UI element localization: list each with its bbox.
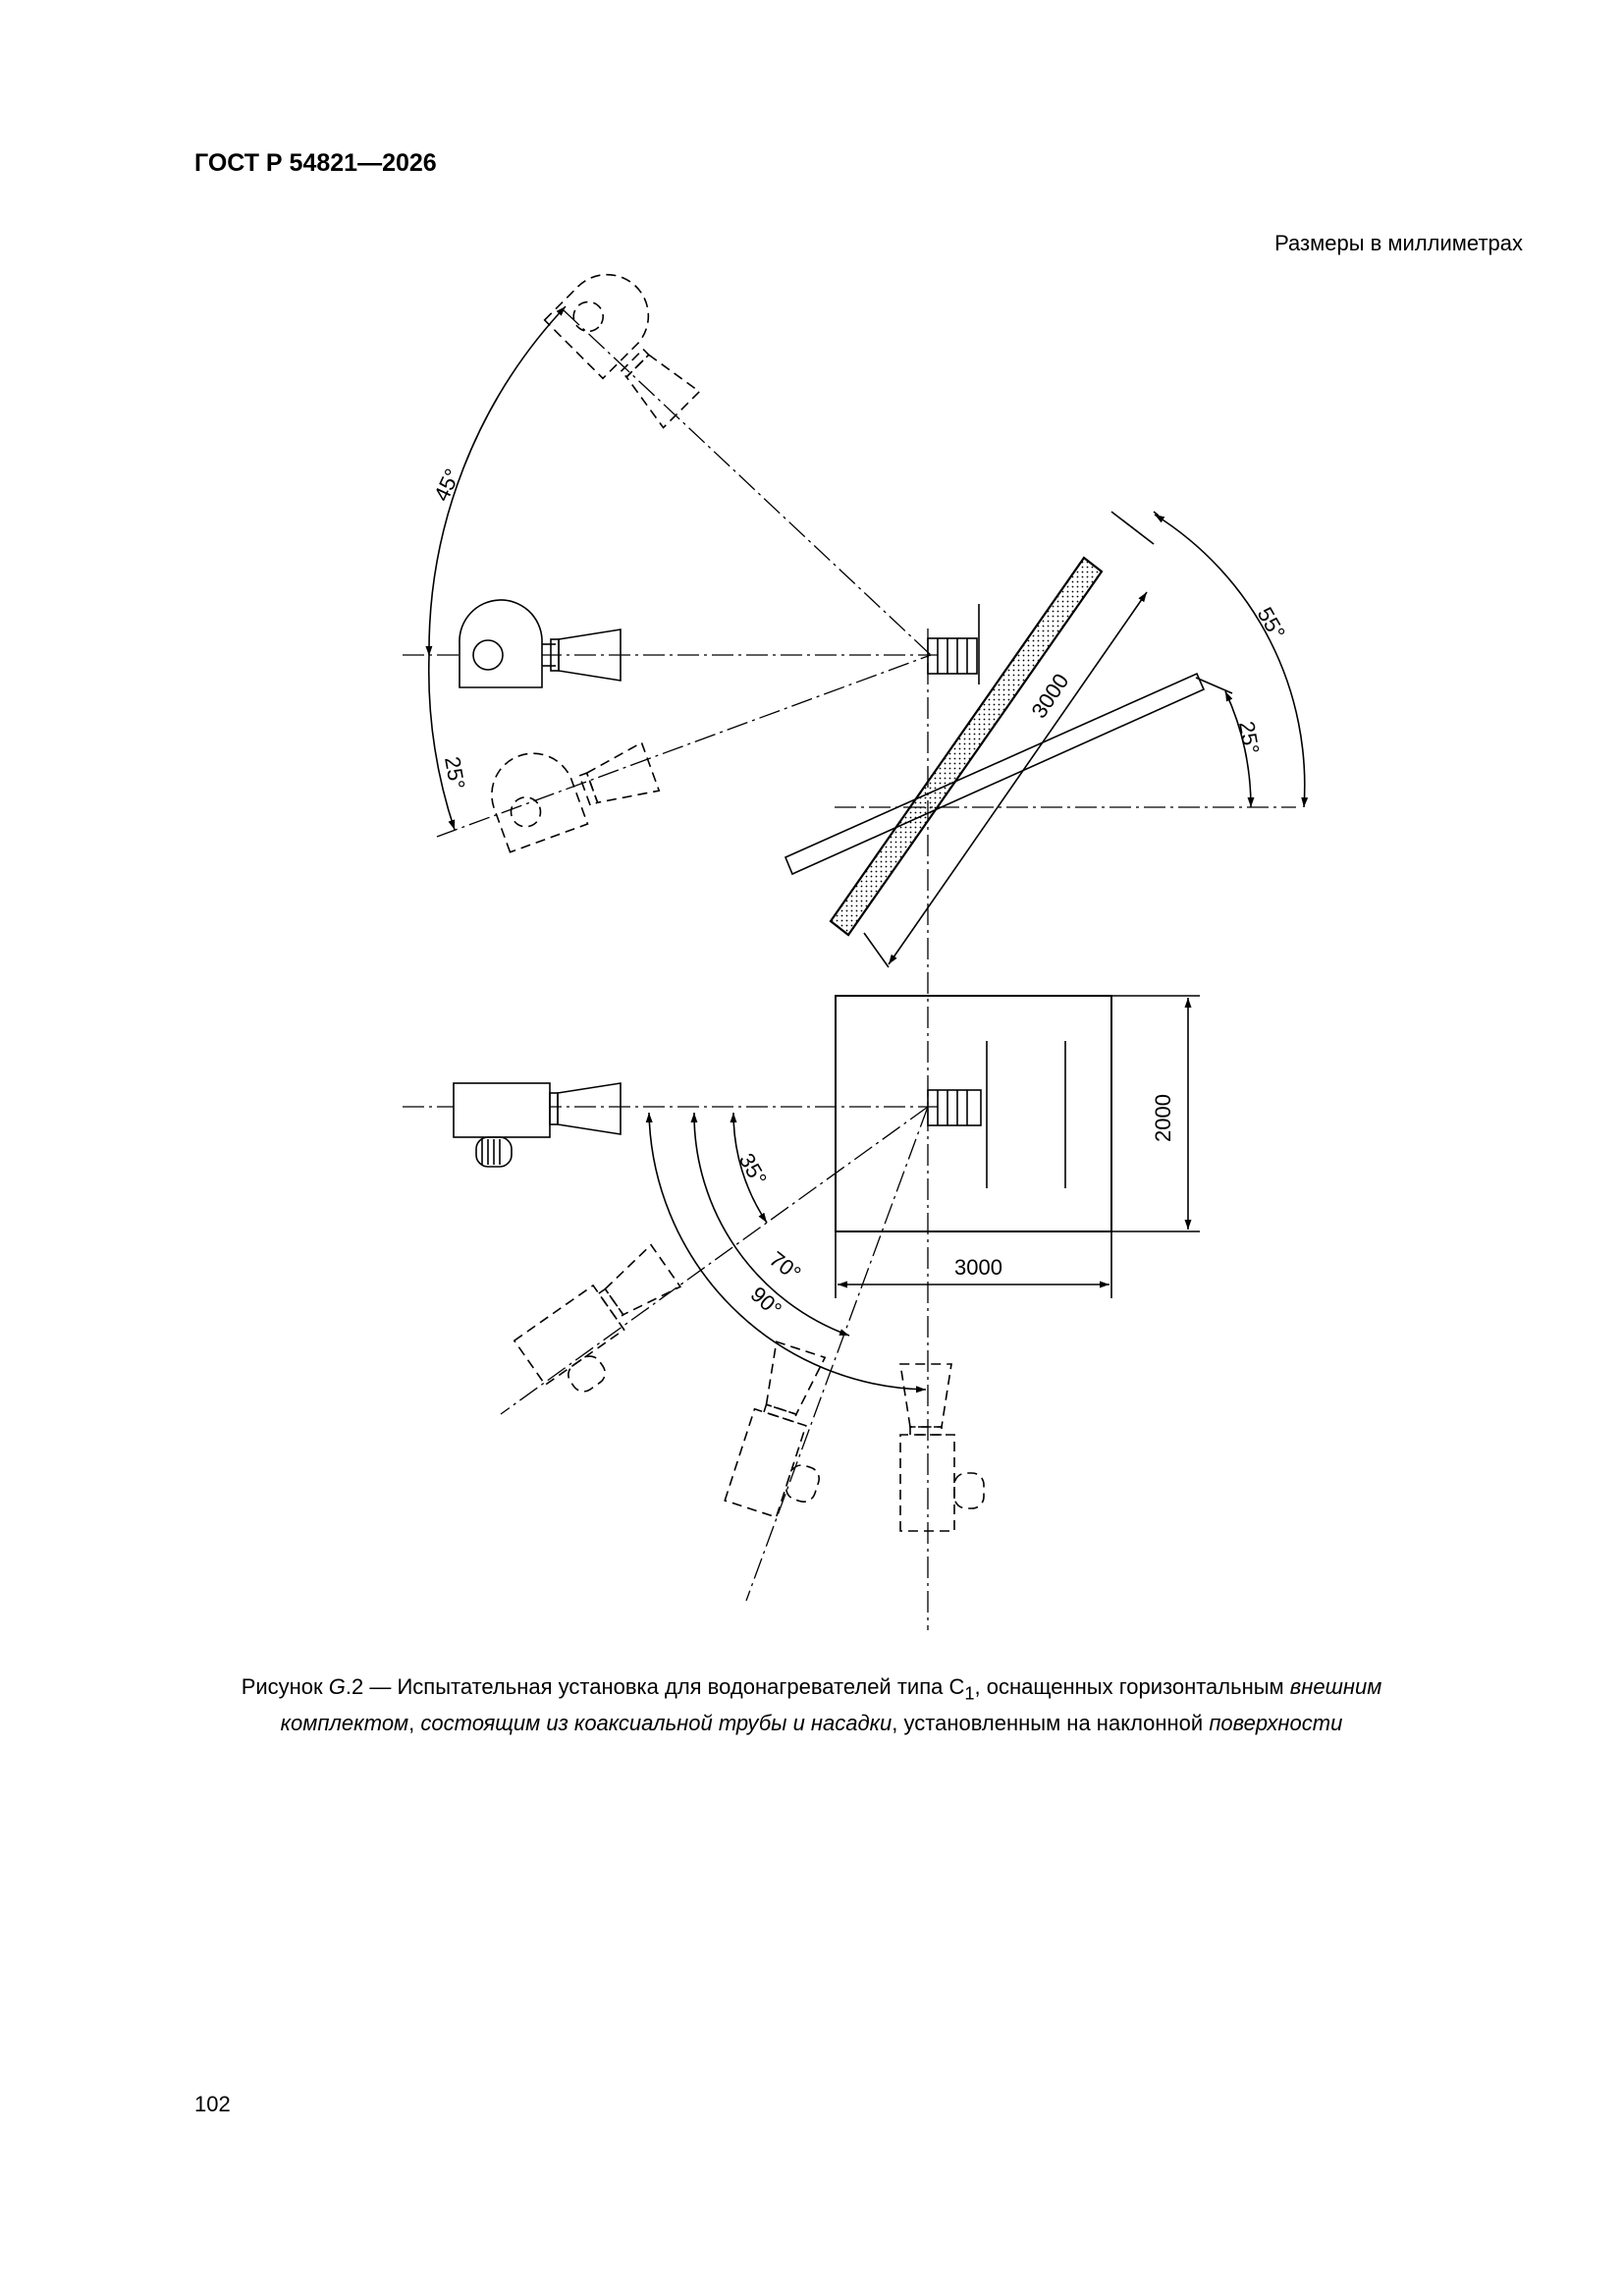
heater-lower-70	[724, 1340, 827, 1518]
heater-lower-90	[899, 1363, 985, 1532]
caption-subscript: 1	[964, 1682, 975, 1704]
units-note: Размеры в миллиметрах	[1274, 231, 1523, 255]
test-wall	[835, 995, 1112, 1232]
caption-text: Рисунок	[241, 1674, 329, 1699]
caption-italic: состоящим из коаксиальной трубы и насадк…	[420, 1711, 893, 1736]
upper-assembly	[784, 511, 1233, 968]
center-lines	[403, 309, 1296, 1630]
sloped-plate-55	[829, 556, 1104, 937]
caption-text: ,	[408, 1711, 421, 1736]
terminal-lower	[927, 1089, 982, 1126]
angle-35-label: 35°	[734, 1149, 772, 1189]
document-header: ГОСТ Р 54821—2026	[194, 149, 437, 177]
dimension-width-3000: 3000	[954, 1255, 1002, 1280]
caption-text: , оснащенных горизонтальным	[974, 1674, 1290, 1699]
terminal-upper	[927, 637, 978, 675]
heater-lower-35	[513, 1243, 682, 1393]
page-number: 102	[194, 2092, 231, 2116]
heater-upper-45	[543, 273, 701, 429]
dimension-height-2000: 2000	[1151, 1094, 1175, 1142]
caption-italic: внешним	[1289, 1674, 1382, 1699]
heater-upper-25	[491, 741, 661, 853]
angle-45-label: 45°	[429, 465, 465, 505]
angle-90-label: 90°	[746, 1282, 786, 1322]
caption-italic: поверхности	[1209, 1711, 1343, 1736]
heater-upper-horizontal	[459, 599, 622, 688]
caption-italic: G	[328, 1674, 346, 1699]
angle-25-left-label: 25°	[440, 755, 469, 792]
figure-caption: Рисунок G.2 — Испытательная установка дл…	[118, 1671, 1505, 1738]
lower-assembly	[835, 995, 1200, 1298]
angle-70-label: 70°	[765, 1246, 806, 1285]
angle-55-label: 55°	[1253, 603, 1290, 643]
heater-lower-horizontal	[453, 1082, 622, 1168]
caption-text: .2 — Испытательная установка для водонаг…	[345, 1674, 965, 1699]
dimension-slope-3000: 3000	[1026, 669, 1073, 723]
caption-text: , установленным на наклонной	[892, 1711, 1210, 1736]
angle-25-right-label: 25°	[1234, 720, 1264, 756]
caption-italic: комплектом	[280, 1711, 409, 1736]
